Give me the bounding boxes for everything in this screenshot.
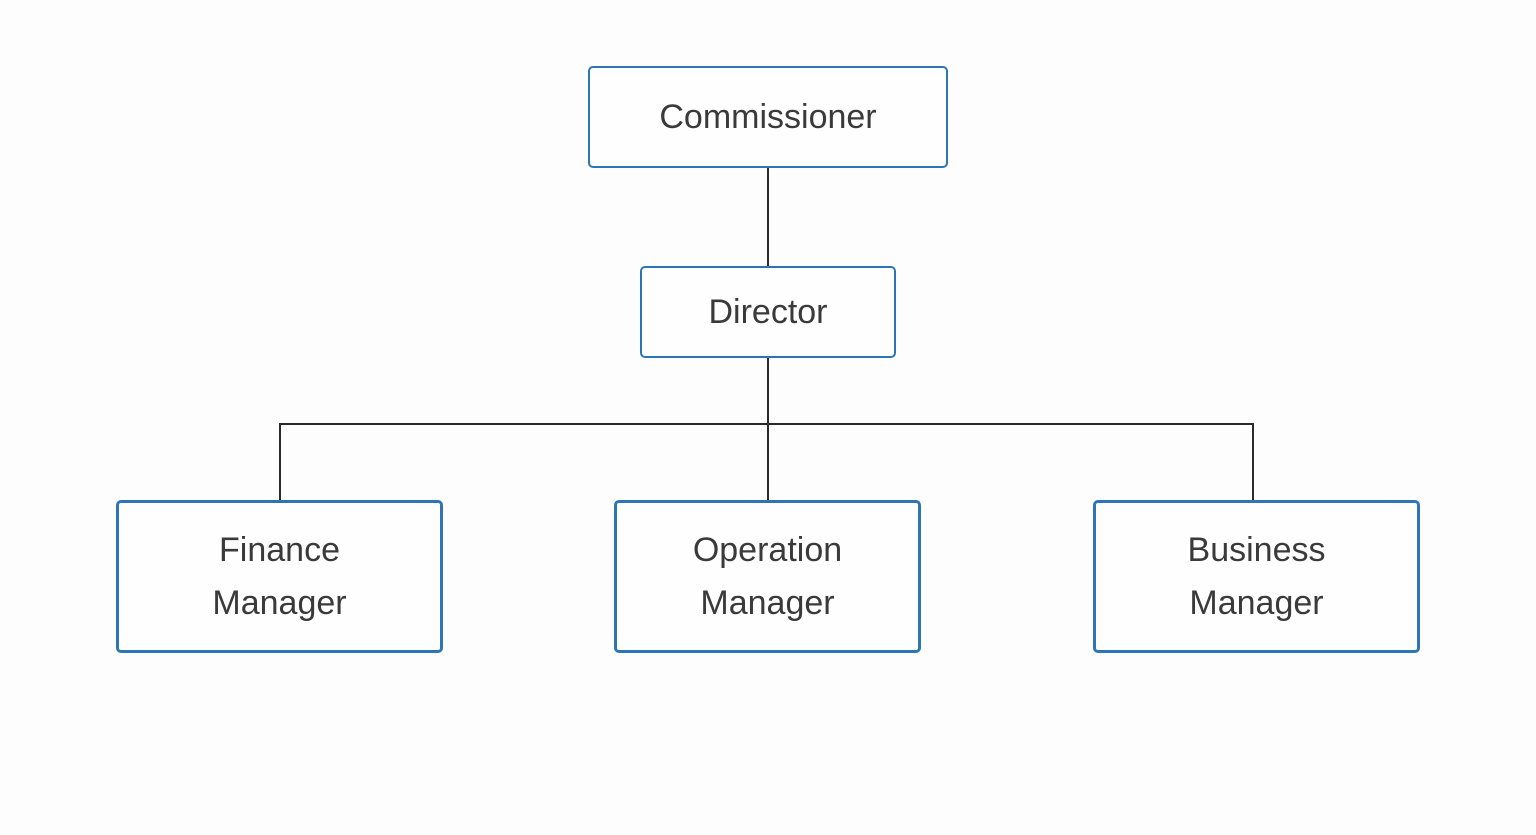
node-business-manager[interactable]: Business Manager <box>1093 500 1420 653</box>
node-commissioner[interactable]: Commissioner <box>588 66 948 168</box>
node-finance-manager[interactable]: Finance Manager <box>116 500 443 653</box>
node-commissioner-label: Commissioner <box>659 97 877 136</box>
node-business-manager-label: Business Manager <box>1187 530 1326 622</box>
node-director-label: Director <box>708 292 828 331</box>
node-director[interactable]: Director <box>640 266 896 358</box>
node-operation-manager-label: Operation Manager <box>692 530 843 622</box>
node-operation-manager[interactable]: Operation Manager <box>614 500 921 653</box>
node-finance-manager-label: Finance Manager <box>212 530 347 622</box>
